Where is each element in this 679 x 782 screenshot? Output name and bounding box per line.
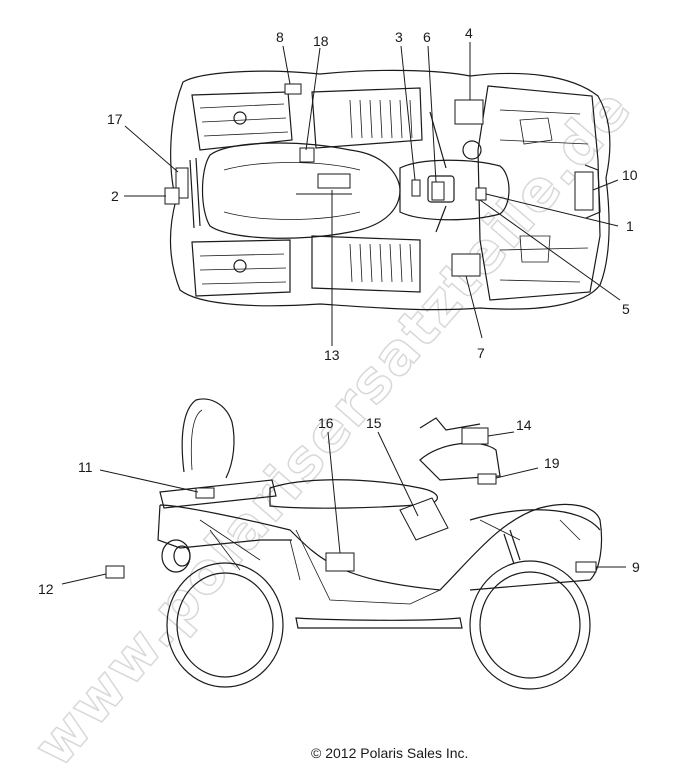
callout-18: 18 xyxy=(313,33,329,49)
callout-1: 1 xyxy=(626,218,634,234)
decal-7 xyxy=(451,253,481,277)
copyright-text: © 2012 Polaris Sales Inc. xyxy=(311,745,468,761)
decal-11 xyxy=(195,487,215,499)
callout-7: 7 xyxy=(477,345,485,361)
callout-19: 19 xyxy=(544,455,560,471)
footwell-treads xyxy=(349,99,413,283)
atv-top-view xyxy=(164,69,611,311)
decal-10 xyxy=(574,171,594,211)
callout-13: 13 xyxy=(324,347,340,363)
decal-3 xyxy=(411,179,421,197)
decal-15 xyxy=(399,497,449,541)
callout-labels: 8 18 3 6 4 17 2 10 1 5 13 7 14 16 15 19 … xyxy=(38,25,640,597)
callout-14: 14 xyxy=(516,417,532,433)
callout-3: 3 xyxy=(395,29,403,45)
callout-11: 11 xyxy=(78,459,93,475)
callout-17: 17 xyxy=(107,111,123,127)
atv-side-view xyxy=(105,398,603,690)
callout-6: 6 xyxy=(423,29,431,45)
callout-16: 16 xyxy=(318,415,334,431)
leader-lines xyxy=(61,42,626,585)
callout-10: 10 xyxy=(622,167,638,183)
decal-16 xyxy=(325,552,355,572)
decal-18 xyxy=(299,147,315,163)
decal-6 xyxy=(431,181,445,201)
callout-8: 8 xyxy=(276,29,284,45)
callout-2: 2 xyxy=(111,188,119,204)
decal-9 xyxy=(575,561,597,573)
decal-13 xyxy=(317,173,351,189)
callout-5: 5 xyxy=(622,301,630,317)
decal-12 xyxy=(105,565,125,579)
decal-1 xyxy=(475,187,487,201)
callout-4: 4 xyxy=(465,25,473,41)
callout-15: 15 xyxy=(366,415,382,431)
decal-19 xyxy=(477,473,497,485)
decal-8 xyxy=(284,83,302,95)
callout-9: 9 xyxy=(632,559,640,575)
callout-12: 12 xyxy=(38,581,54,597)
decal-4 xyxy=(454,99,484,125)
decal-2 xyxy=(164,187,180,205)
decal-14 xyxy=(461,427,489,445)
